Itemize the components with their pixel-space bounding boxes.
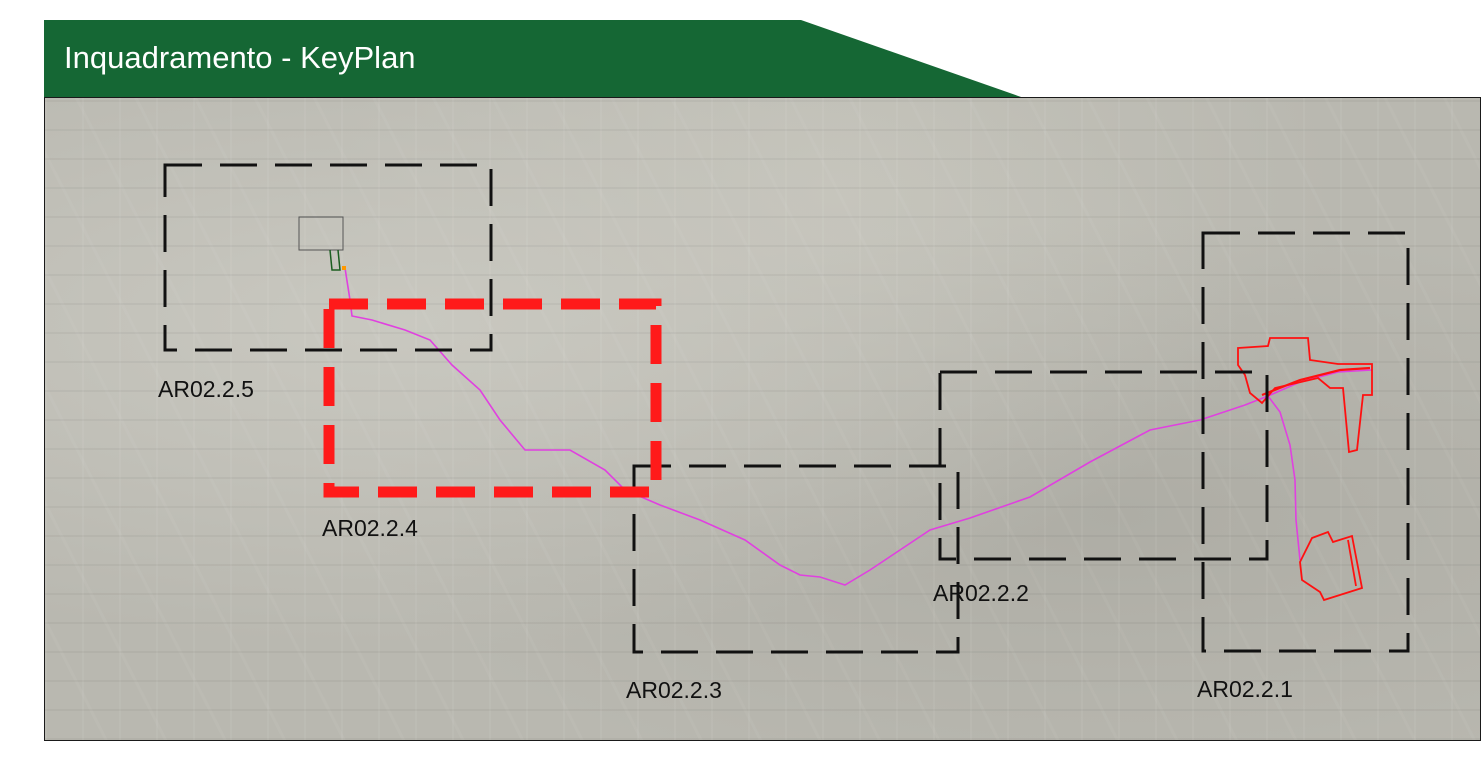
sheet-label-AR02.2.3: AR02.2.3 <box>626 677 722 703</box>
site-outline-north-inner <box>1261 366 1371 397</box>
sheet-label-AR02.2.5: AR02.2.5 <box>158 376 254 402</box>
sheet-frame-AR02.2.1 <box>1201 231 1410 653</box>
sheet-label-AR02.2.2: AR02.2.2 <box>933 580 1029 606</box>
header-tab <box>44 20 1024 98</box>
site-outline-north <box>1237 337 1373 454</box>
building-outline <box>298 216 344 251</box>
site-outline-south-divider <box>1347 539 1357 587</box>
site-outline-south <box>1299 530 1364 602</box>
sheet-label-AR02.2.1: AR02.2.1 <box>1197 676 1293 702</box>
header-tab-shape <box>44 20 1024 98</box>
sheet-frame-AR02.2.5 <box>163 163 493 352</box>
sheet-frame-AR02.2.3 <box>632 464 960 654</box>
sheet-frame-AR02.2.2 <box>938 370 1269 561</box>
sheet-label-AR02.2.4: AR02.2.4 <box>322 515 418 541</box>
route-line <box>344 267 1373 586</box>
page-title: Inquadramento - KeyPlan <box>64 40 416 75</box>
map-area[interactable] <box>44 97 1481 741</box>
route-branch-south <box>1267 395 1301 561</box>
sheet-frame-AR02.2.4 <box>323 298 662 498</box>
building-access <box>329 249 341 271</box>
building-marker <box>342 266 346 270</box>
